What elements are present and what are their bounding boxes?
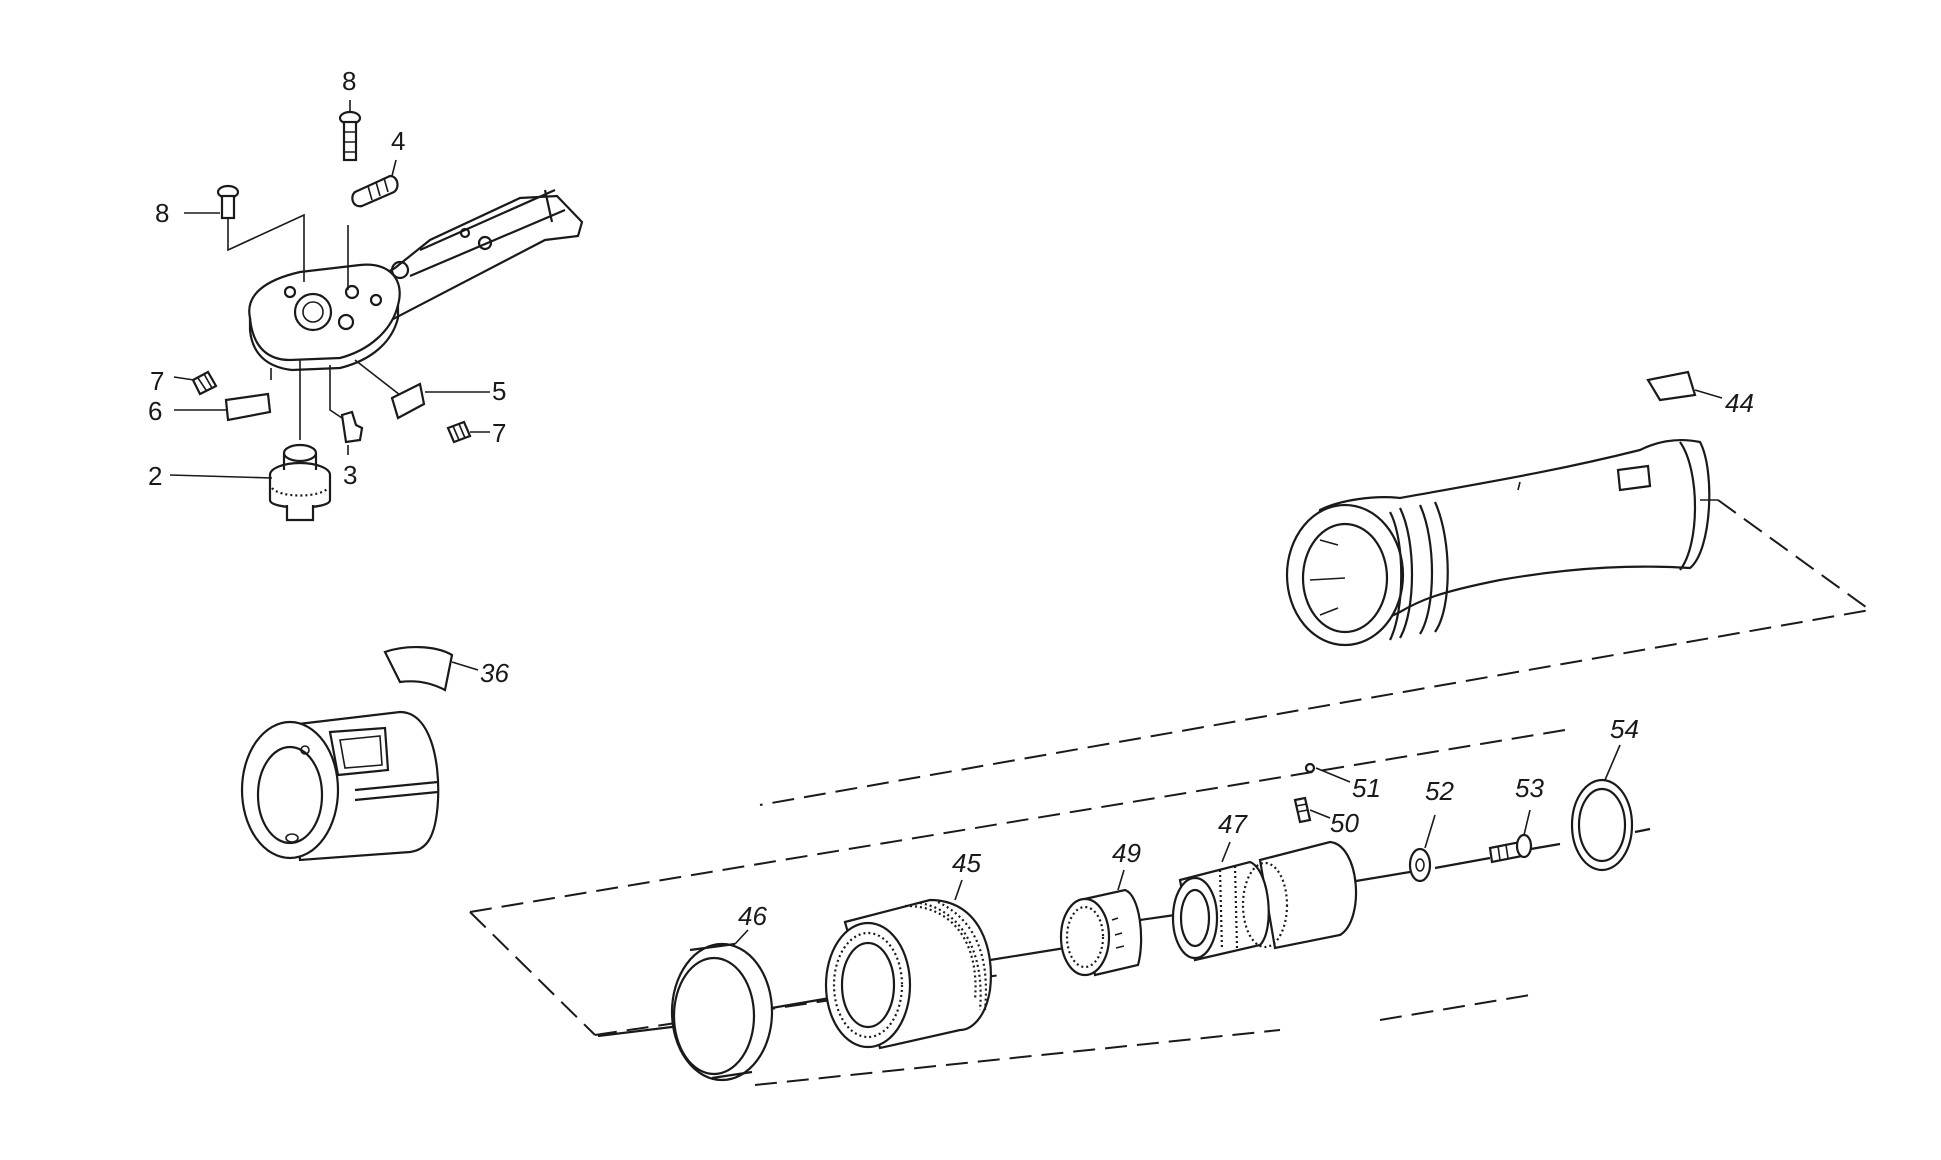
part-label-51: 51	[1352, 773, 1381, 803]
part-label-8-left: 8	[155, 198, 169, 228]
part-label-7-right: 7	[492, 418, 506, 448]
collar-body	[240, 710, 440, 862]
part-label-49: 49	[1112, 838, 1141, 868]
spring-7-left	[191, 370, 218, 396]
part-label-47: 47	[1218, 809, 1248, 839]
part-label-53: 53	[1515, 773, 1544, 803]
part-label-3: 3	[343, 460, 357, 490]
spring-50	[1293, 796, 1312, 824]
pawl-6	[224, 392, 272, 422]
part-label-5: 5	[492, 376, 506, 406]
part-label-6: 6	[148, 396, 162, 426]
handle-body	[1285, 439, 1718, 647]
clutch-47	[1171, 840, 1358, 962]
part-label-7-left: 7	[150, 366, 164, 396]
ratchet-head-body	[248, 188, 584, 372]
snap-ring-54	[1570, 778, 1634, 872]
collar-assembly: 36	[240, 645, 509, 862]
scale-sleeve-49	[1059, 888, 1143, 977]
adjustment-assembly: 46 45 49 47	[469, 714, 1651, 1086]
part-label-54: 54	[1610, 714, 1639, 744]
washer-52	[1408, 847, 1432, 883]
part-label-44: 44	[1725, 388, 1754, 418]
knurled-ring-45	[824, 898, 992, 1050]
part-label-52: 52	[1425, 776, 1454, 806]
ball-51	[1304, 762, 1316, 774]
lever-3	[340, 410, 364, 444]
pawl-5	[390, 382, 426, 420]
ratchet-head-assembly: 8 4 8 7 6 5 7 2 3	[148, 66, 584, 522]
part-label-45: 45	[952, 848, 981, 878]
screw-8-top	[338, 110, 362, 162]
gear-2	[268, 443, 332, 522]
screw-53	[1488, 833, 1533, 864]
ring-46	[670, 942, 774, 1082]
part-label-46: 46	[738, 901, 767, 931]
clip-36	[383, 645, 454, 692]
handle-assembly: 44	[759, 370, 1873, 806]
part-label-2: 2	[148, 461, 162, 491]
spring-4	[351, 174, 399, 208]
clip-44	[1646, 370, 1697, 402]
spring-7-right	[446, 420, 472, 444]
screw-8-left	[216, 184, 240, 220]
part-label-4: 4	[391, 126, 405, 156]
part-label-50: 50	[1330, 808, 1359, 838]
part-label-8-top: 8	[342, 66, 356, 96]
part-label-36: 36	[480, 658, 509, 688]
